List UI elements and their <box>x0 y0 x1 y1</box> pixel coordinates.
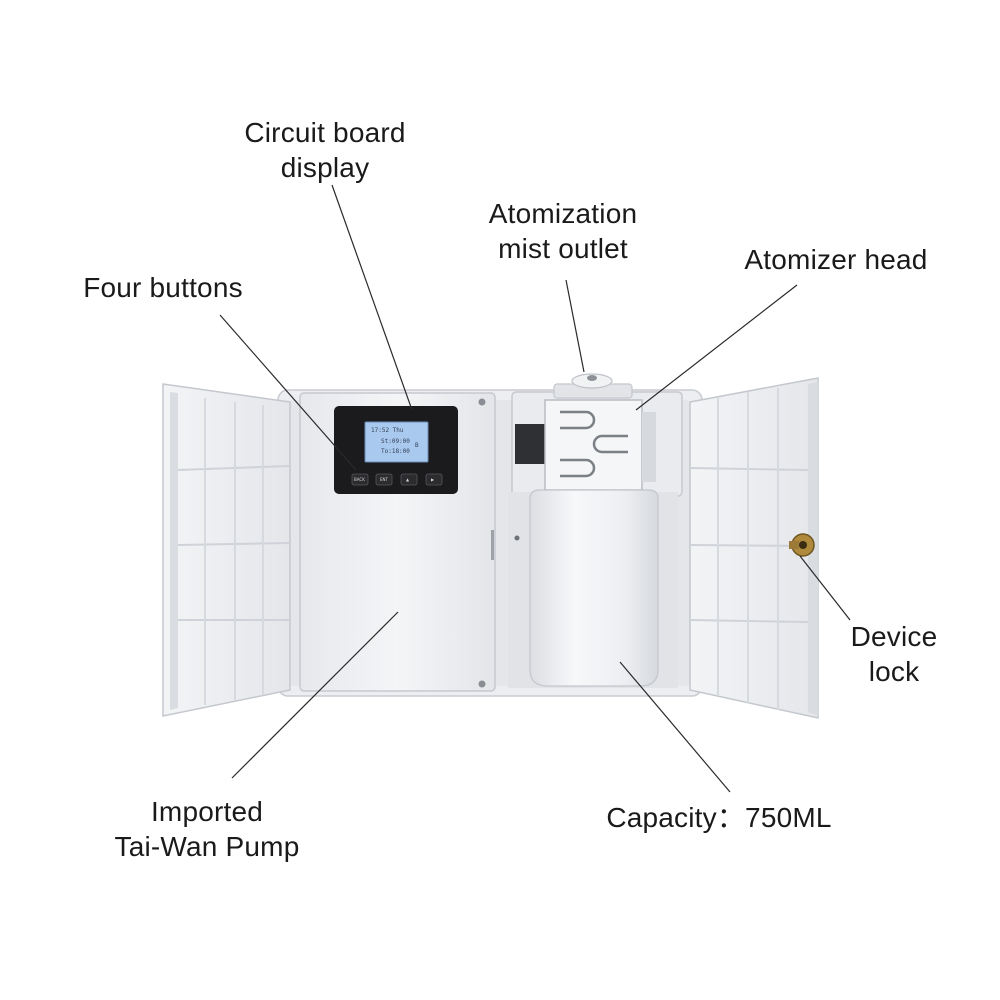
callout-pump-line1: Imported <box>150 796 264 827</box>
oil-bottle <box>508 489 678 688</box>
callout-capacity: Capacity：750ML <box>578 800 860 835</box>
circuit-board-display: 17:52 Thu St:09:00 To:18:00 B <box>334 406 458 494</box>
mist-outlet <box>553 373 633 399</box>
leader-capacity <box>619 661 731 793</box>
device-lock <box>789 533 815 557</box>
lcd-line-stop: To:18:00 <box>381 448 410 455</box>
right-button[interactable] <box>425 473 443 486</box>
callout-four-buttons-line1: Four buttons <box>83 272 243 303</box>
callout-device-lock-line1: Device <box>850 621 938 652</box>
lcd-line-time: 17:52 Thu <box>371 427 404 434</box>
callout-atomizer-head-line1: Atomizer head <box>744 244 928 275</box>
atomizer-head <box>511 391 683 497</box>
leader-pump <box>231 611 399 779</box>
lcd-line-start: St:09:00 <box>381 438 410 445</box>
callout-device-lock: Device lock <box>830 619 958 689</box>
callout-mist-outlet-line1: Atomization <box>488 198 638 229</box>
callout-pump-line2: Tai-Wan Pump <box>114 831 300 862</box>
leader-lines <box>219 184 851 793</box>
leader-mist-outlet <box>565 279 585 373</box>
enter-button-label: ENT <box>380 477 389 482</box>
four-buttons: BACK ENT ▲ ▶ <box>351 473 443 486</box>
leader-circuit-board <box>331 184 413 411</box>
leader-device-lock <box>799 555 851 621</box>
callout-capacity-line1: Capacity：750ML <box>606 802 832 833</box>
callout-device-lock-line2: lock <box>868 656 920 687</box>
callout-circuit-board: Circuit board display <box>215 115 435 185</box>
leader-four-buttons <box>219 314 357 471</box>
callout-circuit-board-line2: display <box>280 152 370 183</box>
back-button-label: BACK <box>354 477 365 482</box>
up-button-label: ▲ <box>406 477 410 482</box>
callout-mist-outlet: Atomization mist outlet <box>463 196 663 266</box>
callout-atomizer-head: Atomizer head <box>720 242 952 277</box>
lcd-indicator: B <box>415 442 419 449</box>
callout-four-buttons: Four buttons <box>58 270 268 305</box>
back-button[interactable] <box>351 473 369 486</box>
callout-mist-outlet-line2: mist outlet <box>498 233 628 264</box>
callout-circuit-board-line1: Circuit board <box>244 117 406 148</box>
enter-button[interactable] <box>375 473 393 486</box>
leader-atomizer-head <box>635 284 798 411</box>
right-button-label: ▶ <box>431 477 435 482</box>
up-button[interactable] <box>400 473 418 486</box>
callout-pump: Imported Tai-Wan Pump <box>86 794 328 864</box>
left-door <box>162 383 291 717</box>
right-door <box>689 377 819 719</box>
